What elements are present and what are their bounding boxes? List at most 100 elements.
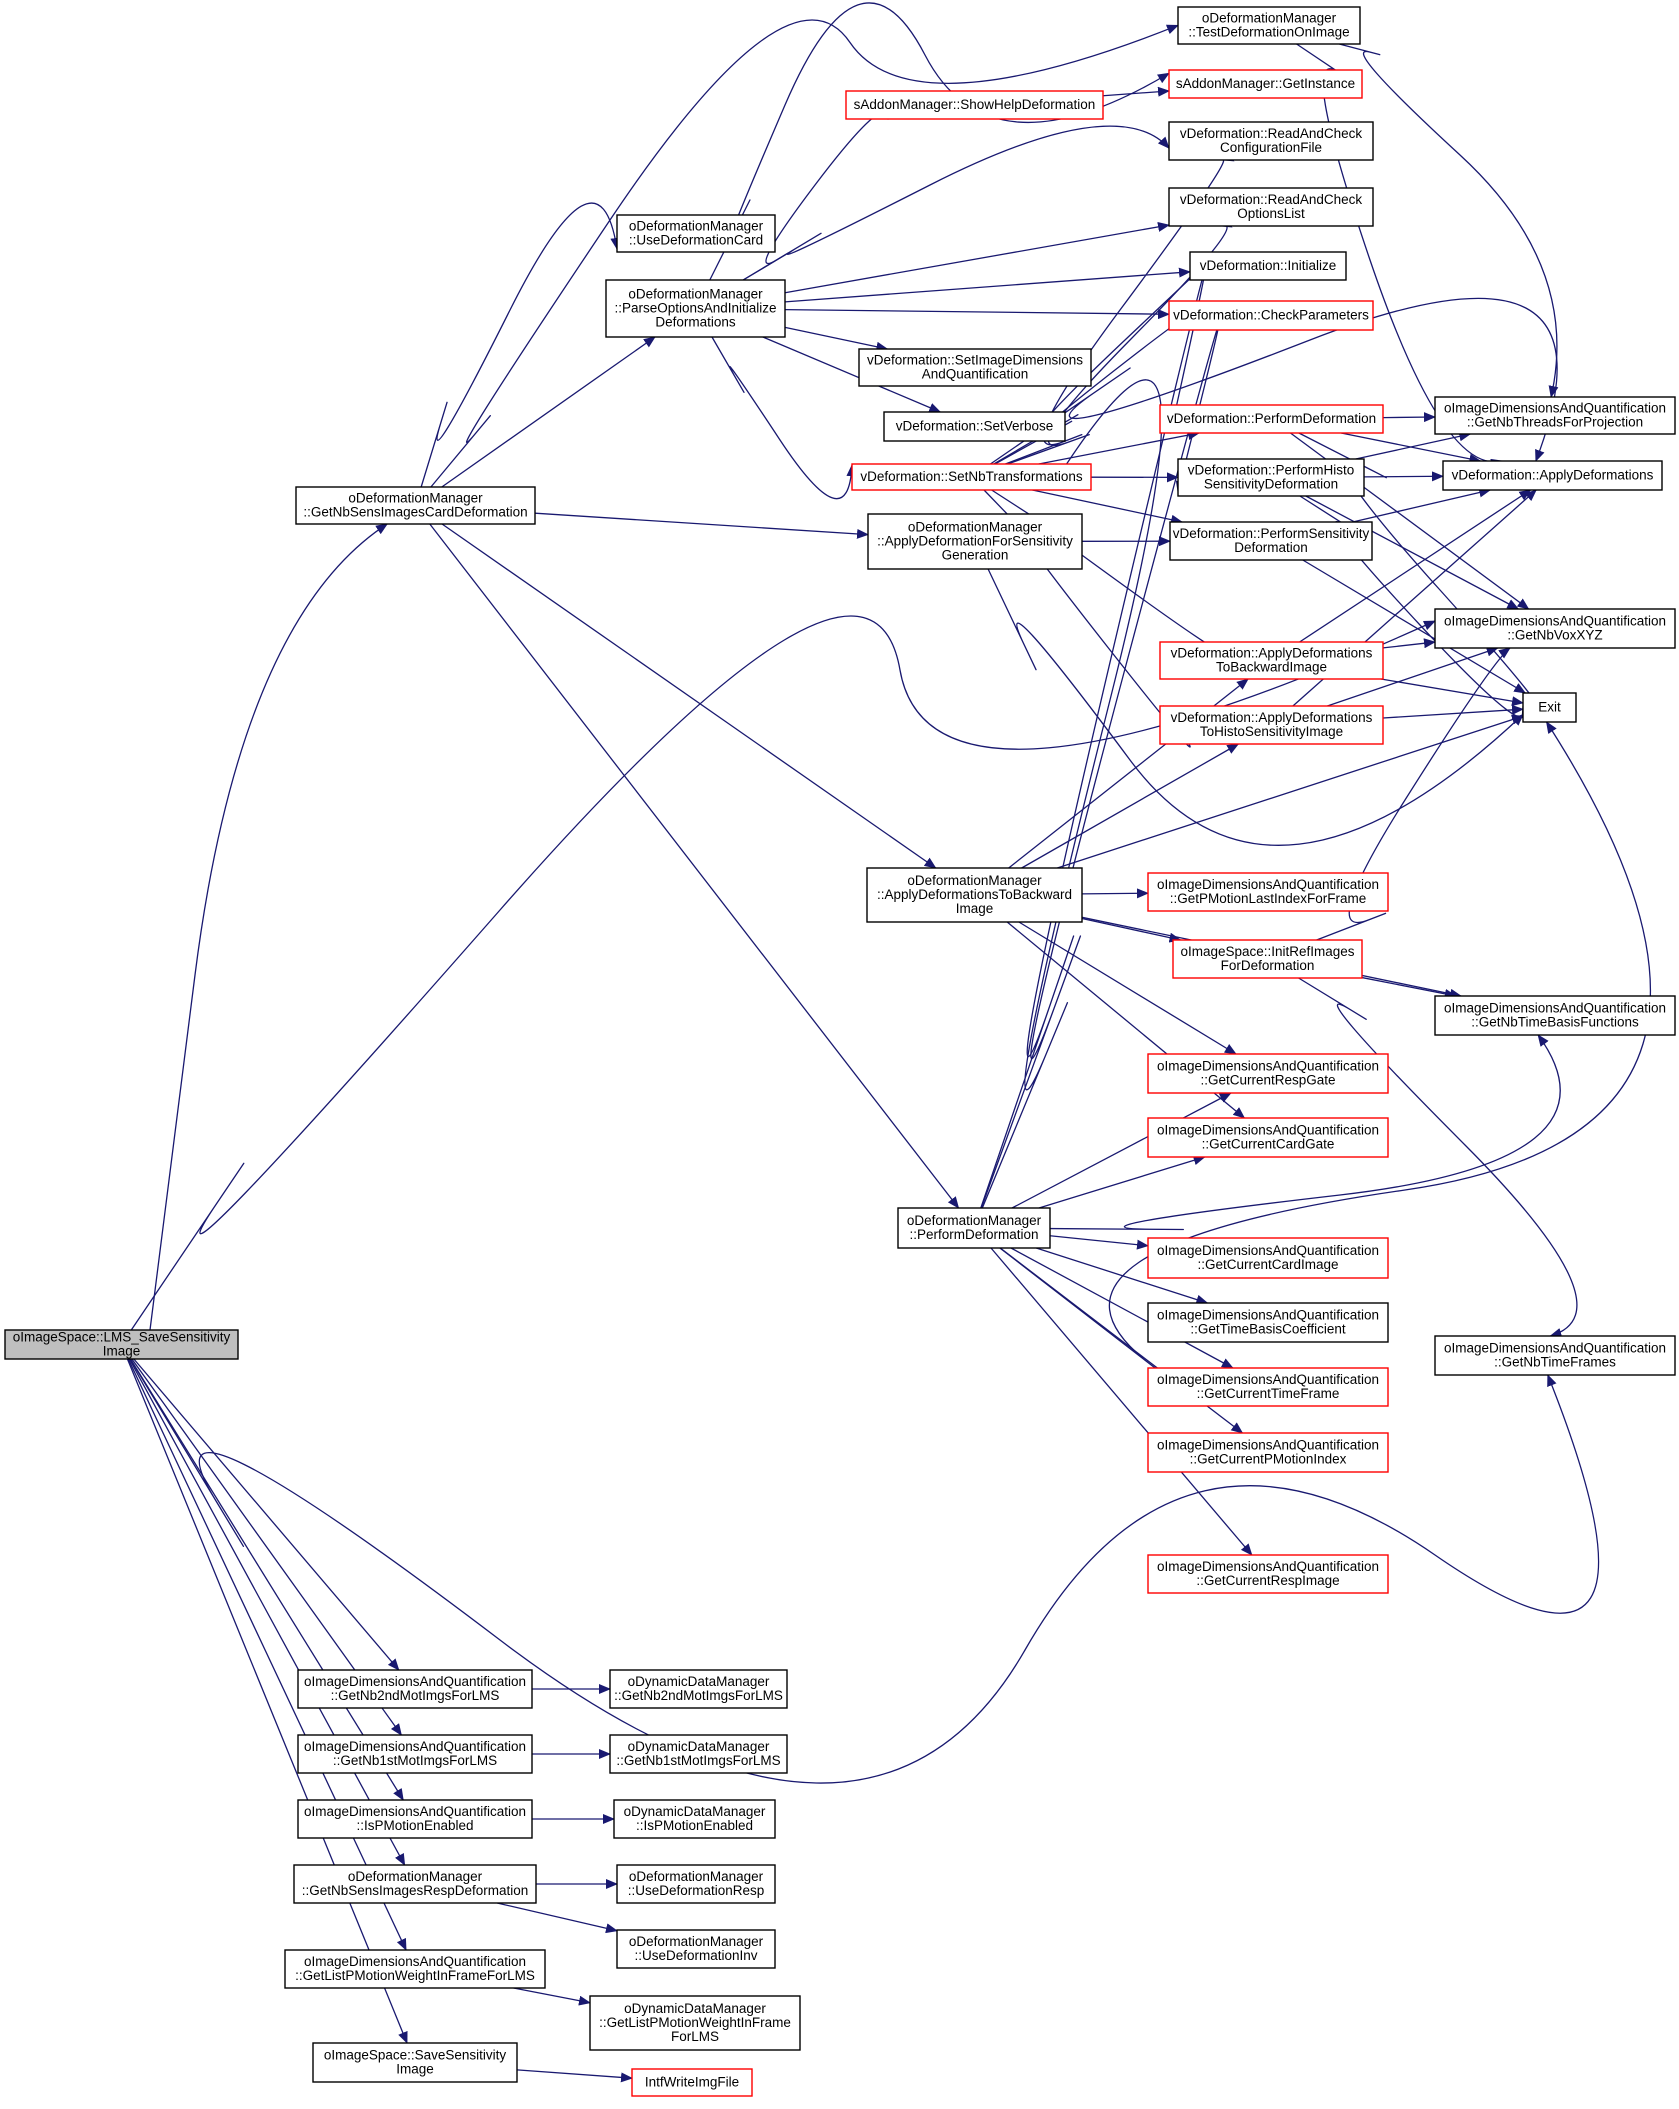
node-performDefM[interactable]: oDeformationManager::PerformDeformation (897, 1207, 1051, 1249)
node-box[interactable] (897, 1207, 1051, 1249)
node-box[interactable] (845, 90, 1104, 120)
node-getCurCardImg[interactable]: oImageDimensionsAndQuantification::GetCu… (1147, 1237, 1389, 1279)
node-box[interactable] (297, 1734, 533, 1774)
node-useDefInv[interactable]: oDeformationManager::UseDeformationInv (616, 1929, 776, 1969)
node-box[interactable] (631, 2068, 753, 2097)
node-intfWrite[interactable]: IntfWriteImgFile (631, 2068, 753, 2097)
node-getPMotionLast[interactable]: oImageDimensionsAndQuantification::GetPM… (1147, 872, 1389, 912)
node-dynIsPMotion[interactable]: oDynamicDataManager::IsPMotionEnabled (613, 1799, 776, 1839)
node-box[interactable] (295, 486, 536, 525)
node-setImgDims[interactable]: vDeformation::SetImageDimensionsAndQuant… (858, 348, 1092, 387)
node-isPMotion[interactable]: oImageDimensionsAndQuantification::IsPMo… (297, 1799, 533, 1839)
node-box[interactable] (1169, 521, 1373, 561)
node-applyDefs[interactable]: vDeformation::ApplyDeformations (1442, 460, 1663, 491)
node-box[interactable] (1147, 1432, 1389, 1473)
node-applyDefSensGen[interactable]: oDeformationManager::ApplyDeformationFor… (867, 513, 1083, 570)
node-box[interactable] (1434, 995, 1676, 1036)
node-box[interactable] (1147, 1237, 1389, 1279)
node-checkParams[interactable]: vDeformation::CheckParameters (1168, 300, 1374, 331)
node-getListPMotion[interactable]: oImageDimensionsAndQuantification::GetLi… (284, 1949, 546, 1989)
node-box[interactable] (867, 513, 1083, 570)
node-getTimeBasisCoef[interactable]: oImageDimensionsAndQuantification::GetTi… (1147, 1302, 1389, 1343)
node-performDefV[interactable]: vDeformation::PerformDeformation (1159, 404, 1384, 434)
node-exit[interactable]: Exit (1522, 692, 1577, 723)
node-getNb2ndLMS[interactable]: oImageDimensionsAndQuantification::GetNb… (297, 1669, 533, 1709)
node-box[interactable] (1177, 6, 1361, 45)
node-box[interactable] (1147, 1554, 1389, 1594)
node-applyToBwdV[interactable]: vDeformation::ApplyDeformationsToBackwar… (1159, 641, 1384, 680)
node-box[interactable] (284, 1949, 546, 1989)
node-box[interactable] (1159, 404, 1384, 434)
node-useDefResp[interactable]: oDeformationManager::UseDeformationResp (616, 1864, 776, 1904)
node-box[interactable] (1434, 396, 1676, 435)
node-box[interactable] (858, 348, 1092, 387)
node-parseOpts[interactable]: oDeformationManager::ParseOptionsAndInit… (605, 279, 786, 338)
node-box[interactable] (1168, 121, 1374, 161)
node-box[interactable] (1434, 608, 1676, 649)
node-box[interactable] (1189, 251, 1347, 281)
node-getCurPMotion[interactable]: oImageDimensionsAndQuantification::GetCu… (1147, 1432, 1389, 1473)
node-box[interactable] (1147, 872, 1389, 912)
node-box[interactable] (1147, 1302, 1389, 1343)
node-box[interactable] (312, 2042, 518, 2083)
node-getNbVox[interactable]: oImageDimensionsAndQuantification::GetNb… (1434, 608, 1676, 649)
node-perfHisto[interactable]: vDeformation::PerformHistoSensitivityDef… (1177, 458, 1365, 497)
node-box[interactable] (1147, 1053, 1389, 1094)
node-box[interactable] (589, 1995, 801, 2051)
node-box[interactable] (883, 411, 1066, 442)
node-getInstance[interactable]: sAddonManager::GetInstance (1168, 69, 1363, 99)
node-box[interactable] (1147, 1117, 1389, 1158)
node-applyToBwdM[interactable]: oDeformationManager::ApplyDeformationsTo… (866, 867, 1083, 923)
node-box[interactable] (613, 1799, 776, 1839)
node-box[interactable] (1522, 692, 1577, 723)
node-box[interactable] (1168, 300, 1374, 331)
node-box[interactable] (297, 1799, 533, 1839)
node-box[interactable] (1172, 939, 1363, 979)
node-box[interactable] (605, 279, 786, 338)
node-getCurRespGate[interactable]: oImageDimensionsAndQuantification::GetCu… (1147, 1053, 1389, 1094)
node-box[interactable] (1168, 187, 1374, 227)
node-box[interactable] (4, 1329, 239, 1360)
node-dyn2ndLMS[interactable]: oDynamicDataManager::GetNb2ndMotImgsForL… (609, 1669, 788, 1709)
node-perfSens[interactable]: vDeformation::PerformSensitivityDeformat… (1169, 521, 1373, 561)
node-testDefOnImage[interactable]: oDeformationManager::TestDeformationOnIm… (1177, 6, 1361, 45)
node-box[interactable] (1442, 460, 1663, 491)
node-getNb1stLMS[interactable]: oImageDimensionsAndQuantification::GetNb… (297, 1734, 533, 1774)
node-box[interactable] (866, 867, 1083, 923)
node-box[interactable] (1159, 641, 1384, 680)
node-box[interactable] (616, 1929, 776, 1969)
node-box[interactable] (293, 1864, 537, 1904)
node-box[interactable] (851, 463, 1092, 491)
node-initialize[interactable]: vDeformation::Initialize (1189, 251, 1347, 281)
node-applyToHistoV[interactable]: vDeformation::ApplyDeformationsToHistoSe… (1159, 705, 1384, 745)
node-dyn1stLMS[interactable]: oDynamicDataManager::GetNb1stMotImgsForL… (609, 1734, 788, 1774)
node-getCurCardGate[interactable]: oImageDimensionsAndQuantification::GetCu… (1147, 1117, 1389, 1158)
node-box[interactable] (616, 214, 776, 253)
node-useDefCard[interactable]: oDeformationManager::UseDeformationCard (616, 214, 776, 253)
node-box[interactable] (616, 1864, 776, 1904)
node-getNbSensCard[interactable]: oDeformationManager::GetNbSensImagesCard… (295, 486, 536, 525)
node-readCheckConfig[interactable]: vDeformation::ReadAndCheckConfigurationF… (1168, 121, 1374, 161)
node-box[interactable] (297, 1669, 533, 1709)
node-getNbTimeFrames[interactable]: oImageDimensionsAndQuantification::GetNb… (1434, 1335, 1676, 1376)
node-box[interactable] (609, 1734, 788, 1774)
node-setVerbose[interactable]: vDeformation::SetVerbose (883, 411, 1066, 442)
node-dynListPMotion[interactable]: oDynamicDataManager::GetListPMotionWeigh… (589, 1995, 801, 2051)
node-box[interactable] (1168, 69, 1363, 99)
node-getNbThreads[interactable]: oImageDimensionsAndQuantification::GetNb… (1434, 396, 1676, 435)
node-box[interactable] (1159, 705, 1384, 745)
node-box[interactable] (1177, 458, 1365, 497)
node-getNbTimeBasis[interactable]: oImageDimensionsAndQuantification::GetNb… (1434, 995, 1676, 1036)
node-box[interactable] (1147, 1367, 1389, 1407)
node-getNbSensResp[interactable]: oDeformationManager::GetNbSensImagesResp… (293, 1864, 537, 1904)
node-getCurRespImg[interactable]: oImageDimensionsAndQuantification::GetCu… (1147, 1554, 1389, 1594)
node-box[interactable] (1434, 1335, 1676, 1376)
node-setNbTrans[interactable]: vDeformation::SetNbTransformations (851, 463, 1092, 491)
node-getCurTimeFrame[interactable]: oImageDimensionsAndQuantification::GetCu… (1147, 1367, 1389, 1407)
node-showHelp[interactable]: sAddonManager::ShowHelpDeformation (845, 90, 1104, 120)
node-box[interactable] (609, 1669, 788, 1709)
